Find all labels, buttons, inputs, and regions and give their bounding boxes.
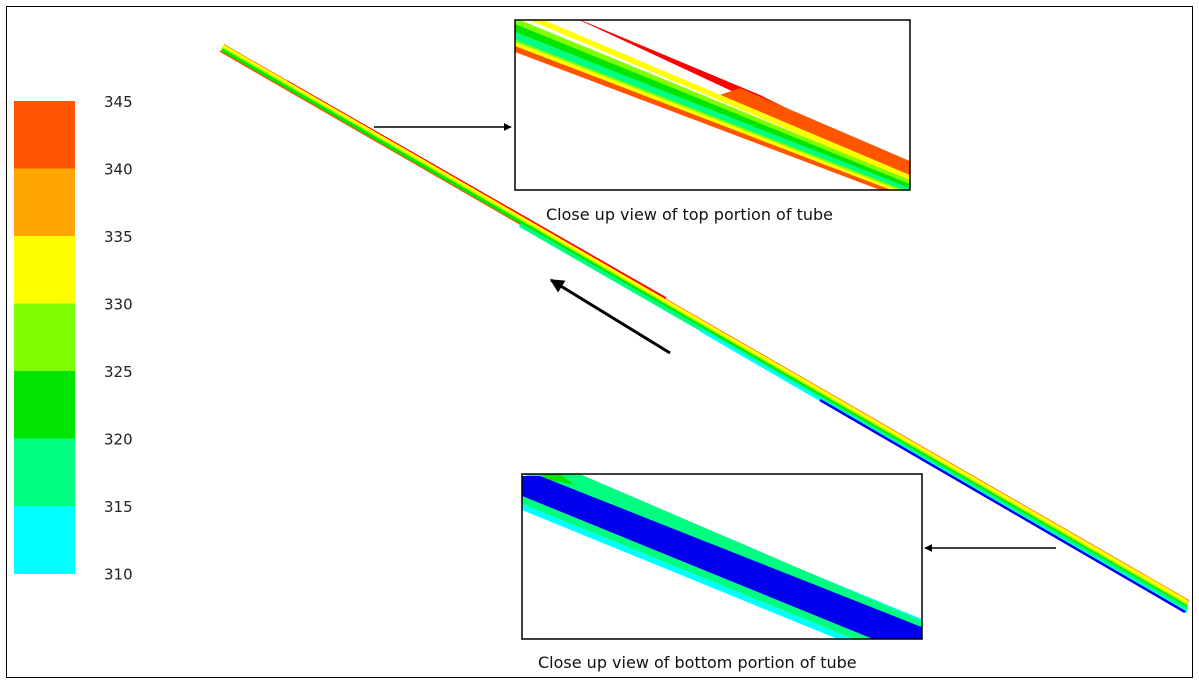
inset-top-lime-band — [515, 20, 910, 186]
legend-tick-315: 315 — [104, 498, 133, 516]
legend-block-6 — [14, 506, 75, 574]
inset-top-yellow-band — [529, 20, 910, 182]
legend-tick-330: 330 — [104, 296, 133, 314]
legend-block-1 — [14, 168, 75, 237]
bottom-closeup-inset: Close up view of bottom portion of tube — [521, 473, 923, 672]
color-legend: 345 340 335 330 325 320 315 310 — [14, 93, 133, 584]
legend-tick-335: 335 — [104, 228, 133, 246]
legend-tick-310: 310 — [104, 566, 133, 584]
inset-top-orange-band-upper — [720, 88, 910, 178]
inset-bottom-blue-core — [522, 476, 922, 639]
legend-tick-340: 340 — [104, 161, 133, 179]
bottom-inset-caption: Close up view of bottom portion of tube — [538, 653, 857, 672]
inset-top-yellow-band-lower — [515, 42, 900, 190]
legend-block-4 — [14, 371, 75, 439]
legend-block-0 — [14, 101, 75, 169]
main-tube — [219, 44, 1190, 614]
tube-blue-core — [819, 398, 1186, 614]
bottom-inset-bands — [522, 474, 922, 639]
legend-tick-labels: 345 340 335 330 325 320 315 310 — [104, 93, 133, 584]
tube-mint-core — [519, 223, 1188, 611]
inset-top-mint-band — [515, 32, 910, 190]
legend-color-blocks — [14, 101, 75, 574]
inset-top-orange-band-lower — [515, 46, 892, 190]
top-inset-bands — [515, 20, 910, 190]
legend-block-3 — [14, 303, 75, 372]
flow-direction-arrow — [549, 278, 671, 355]
top-inset-caption: Close up view of top portion of tube — [546, 205, 833, 224]
legend-tick-325: 325 — [104, 363, 133, 381]
inset-bottom-mint-band-lower — [522, 496, 873, 639]
inset-bottom-green-fleck — [538, 474, 575, 485]
legend-tick-320: 320 — [104, 431, 133, 449]
top-closeup-inset: Close up view of top portion of tube — [514, 19, 911, 224]
legend-block-5 — [14, 438, 75, 507]
inset-bottom-cyan-band-lower — [522, 504, 853, 639]
inset-top-green-band — [515, 24, 910, 190]
inset-top-lime-band-lower — [515, 40, 905, 190]
legend-block-2 — [14, 236, 75, 304]
legend-tick-345: 345 — [104, 93, 133, 111]
